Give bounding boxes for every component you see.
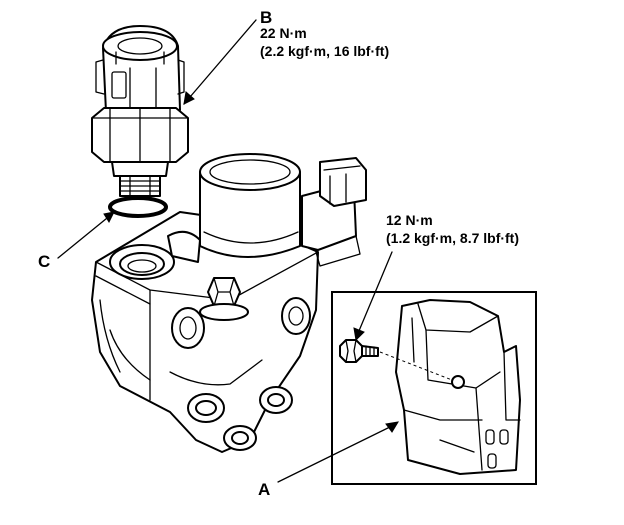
inset-bolt (339, 339, 379, 363)
body-bolt (199, 277, 249, 321)
torque-bolt-alt: (1.2 kgf·m, 8.7 lbf·ft) (386, 230, 520, 246)
valve-body (91, 211, 319, 453)
solenoid (199, 153, 367, 267)
bracket-a (395, 299, 521, 475)
torque-b-alt: (2.2 kgf·m, 16 lbf·ft) (260, 43, 390, 59)
label-a: A (258, 480, 271, 499)
label-b: B (260, 8, 273, 27)
torque-bolt-nm: 12 N·m (386, 212, 433, 228)
inset-box (331, 291, 537, 485)
o-ring-c (108, 196, 168, 218)
pressure-switch-b (91, 25, 189, 197)
leader-lines (57, 19, 453, 483)
torque-b-nm: 22 N·m (260, 25, 307, 41)
label-c: C (38, 252, 51, 271)
